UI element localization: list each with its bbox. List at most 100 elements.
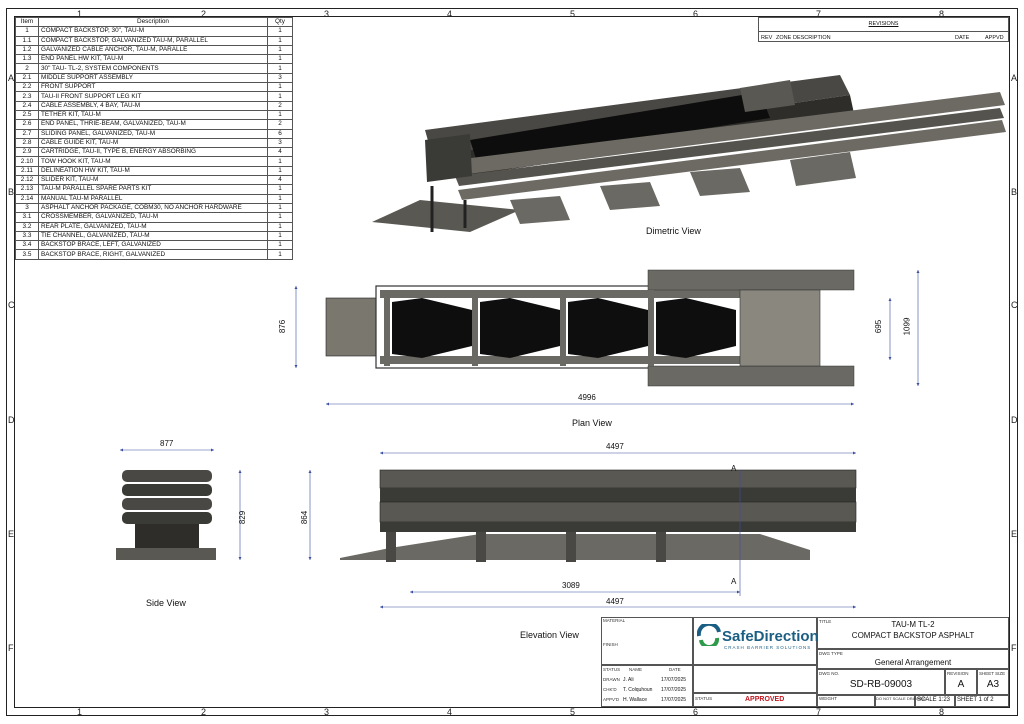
zone-column-bottom: 5 [570, 707, 576, 717]
revisions-header: REV ZONE DESCRIPTION DATE APPVD [759, 31, 1008, 43]
section-mark-bottom: A [731, 577, 737, 586]
plan-crossmember [384, 290, 390, 366]
dimetric-end-panel [425, 134, 472, 182]
zone-row-right: F [1011, 643, 1017, 653]
elevation-view [340, 469, 857, 562]
dimetric-base-plate [372, 200, 520, 232]
dimetric-cartridges [470, 92, 770, 165]
zone-column-top: 2 [201, 9, 207, 19]
company-tagline: CRASH BARRIER SOLUTIONS [724, 645, 812, 650]
rev-col-description: DESCRIPTION [793, 35, 831, 41]
elevation-view-label: Elevation View [520, 630, 579, 640]
zone-column-top: 7 [816, 9, 822, 19]
dim-plan-length: 4996 [578, 393, 596, 402]
approved-label: APPV'D [603, 697, 620, 702]
dim-elevation-height: 864 [300, 510, 310, 525]
zone-column-top: 5 [570, 9, 576, 19]
rev-col-approved: APPVD [985, 35, 1004, 41]
dwg-type: General Arrangement [874, 658, 952, 667]
plan-crossmember [648, 290, 654, 366]
zone-row-left: C [8, 300, 15, 310]
checked-name: T. Colquhoun [623, 687, 653, 693]
side-view-label: Side View [146, 598, 186, 608]
checked-date: 17/07/2025 [661, 687, 687, 693]
revisions-table: REVISIONS REV ZONE DESCRIPTION DATE APPV… [758, 17, 1009, 42]
zone-column-bottom: 4 [447, 707, 453, 717]
drawn-label: DRAWN [603, 677, 620, 682]
dim-elevation-bottom-length: 4497 [606, 597, 624, 606]
plan-crossmember [472, 290, 478, 366]
sheet-size: A3 [986, 679, 1000, 690]
scale-note: DO NOT SCALE DRAWING [876, 696, 927, 701]
approved-name: H. Wallace [623, 697, 647, 703]
rev-col-date: DATE [955, 35, 970, 41]
dim-plan-outer: 1099 [902, 317, 912, 336]
zone-row-left: B [8, 187, 15, 197]
status-approved-stamp: APPROVED [745, 696, 785, 703]
zone-column-top: 8 [939, 9, 945, 19]
dim-plan-inner: 695 [874, 319, 884, 334]
side-view [116, 470, 216, 560]
zone-column-top: 4 [447, 9, 453, 19]
plan-cartridge [392, 298, 472, 358]
dimetric-view-label: Dimetric View [646, 226, 701, 236]
zone-row-right: C [1011, 300, 1018, 310]
zone-row-right: B [1011, 187, 1018, 197]
revision: A [957, 679, 965, 690]
rev-col-zone: ZONE [776, 35, 792, 41]
checked-label: CHK'D [603, 687, 617, 692]
dimetric-rail-lower [458, 120, 1006, 200]
title-label: TITLE [819, 619, 832, 624]
zone-row-left: F [8, 643, 14, 653]
plan-cartridge [568, 298, 648, 358]
title-block: MATERIAL FINISH STATUS NAME DATE DRAWN J… [601, 617, 1009, 707]
zone-column-bottom: 1 [77, 707, 83, 717]
elevation-rail-lower [379, 501, 857, 523]
drawing-frame [14, 16, 1010, 708]
status-field-label: STATUS [695, 696, 713, 701]
drawn-date: 17/07/2025 [661, 677, 687, 683]
dim-elevation-top-length: 4497 [606, 442, 624, 451]
rev-col-rev: REV [761, 35, 773, 41]
dimension-lines [120, 270, 920, 609]
weight-label: WEIGHT [819, 696, 837, 701]
status-col-label: STATUS [603, 667, 621, 672]
name-col-label: NAME [629, 667, 643, 672]
plan-rail-top [380, 290, 770, 298]
finish-label: FINISH [603, 642, 618, 647]
zone-row-left: E [8, 529, 15, 539]
zone-row-left: D [8, 415, 15, 425]
sheet-number: SHEET 1 of 2 [957, 697, 994, 703]
plan-crossmember [560, 290, 566, 366]
dim-elevation-section: 3089 [562, 581, 580, 590]
elevation-rail-upper [379, 469, 857, 489]
zone-column-top: 1 [77, 9, 83, 19]
dwg-no: SD-RB-09003 [849, 679, 913, 690]
zone-column-bottom: 3 [324, 707, 330, 717]
plan-cartridge [480, 298, 560, 358]
company-name: SafeDirection [722, 628, 819, 645]
dim-plan-width: 876 [278, 319, 288, 334]
zone-column-bottom: 8 [939, 707, 945, 717]
zone-column-bottom: 7 [816, 707, 822, 717]
side-base [116, 548, 216, 560]
plan-view [325, 269, 855, 387]
title-line-2: COMPACT BACKSTOP ASPHALT [851, 631, 975, 640]
sheet-size-label: SHEET SIZE [979, 671, 1006, 676]
title-line-1: TAU-M TL-2 [891, 620, 935, 629]
zone-row-right: D [1011, 415, 1018, 425]
safedirection-logo-icon [697, 624, 721, 646]
revision-label: REVISION [947, 671, 969, 676]
dimetric-view [372, 75, 1006, 232]
dimetric-rail-upper [455, 92, 1005, 175]
sheet-border [6, 8, 1018, 716]
material-label: MATERIAL [603, 618, 626, 623]
plan-rail-bottom [380, 356, 770, 364]
zone-row-right: A [1011, 73, 1018, 83]
scale: SCALE 1:23 [917, 697, 951, 703]
zone-row-right: E [1011, 529, 1018, 539]
